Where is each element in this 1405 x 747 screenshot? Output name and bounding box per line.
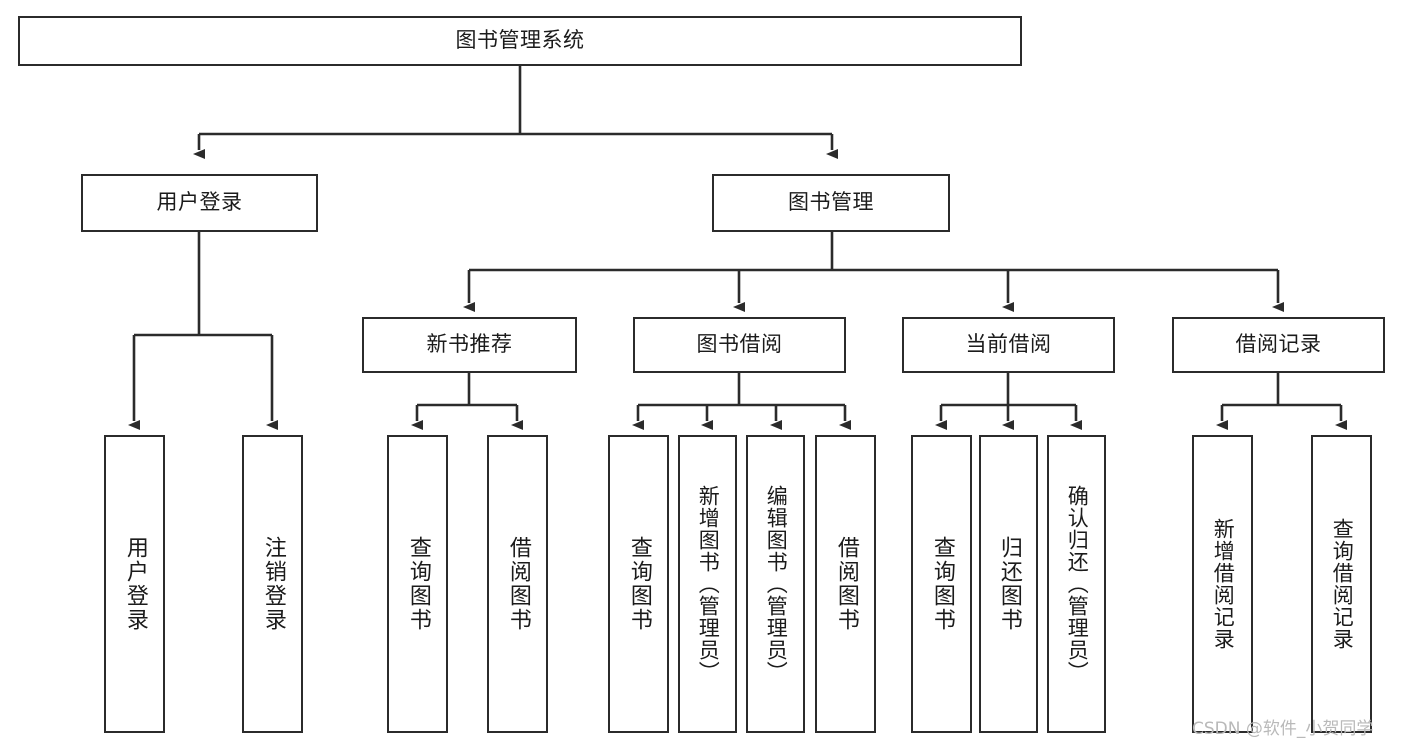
node-leaf-add-book-label: 新增图书（管理员） bbox=[696, 485, 721, 683]
node-user-login[interactable]: 用户登录 bbox=[81, 174, 318, 232]
node-current-borrow-label: 当前借阅 bbox=[965, 332, 1052, 357]
node-book-borrow[interactable]: 图书借阅 bbox=[633, 317, 846, 373]
node-leaf-user-login[interactable]: 用户登录 bbox=[104, 435, 165, 733]
node-leaf-query-record-label: 查询借阅记录 bbox=[1330, 518, 1355, 650]
node-leaf-borrow-book-1[interactable]: 借阅图书 bbox=[487, 435, 548, 733]
node-user-login-label: 用户登录 bbox=[156, 190, 243, 215]
node-borrow-record-label: 借阅记录 bbox=[1235, 332, 1322, 357]
node-leaf-add-record[interactable]: 新增借阅记录 bbox=[1192, 435, 1253, 733]
node-leaf-query-book-1-label: 查询图书 bbox=[405, 536, 431, 632]
node-leaf-edit-book-label: 编辑图书（管理员） bbox=[764, 485, 789, 683]
node-leaf-logout-login[interactable]: 注销登录 bbox=[242, 435, 303, 733]
node-leaf-query-book-2-label: 查询图书 bbox=[626, 536, 652, 632]
node-leaf-borrow-book-2[interactable]: 借阅图书 bbox=[815, 435, 876, 733]
node-leaf-query-book-3[interactable]: 查询图书 bbox=[911, 435, 972, 733]
node-current-borrow[interactable]: 当前借阅 bbox=[902, 317, 1115, 373]
node-root-label: 图书管理系统 bbox=[455, 28, 585, 53]
node-leaf-return-book[interactable]: 归还图书 bbox=[979, 435, 1038, 733]
node-book-borrow-label: 图书借阅 bbox=[696, 332, 783, 357]
node-new-book-recommend[interactable]: 新书推荐 bbox=[362, 317, 577, 373]
node-leaf-return-book-label: 归还图书 bbox=[996, 536, 1022, 632]
node-leaf-query-record[interactable]: 查询借阅记录 bbox=[1311, 435, 1372, 733]
node-book-manage-label: 图书管理 bbox=[788, 190, 874, 215]
node-leaf-edit-book[interactable]: 编辑图书（管理员） bbox=[746, 435, 805, 733]
node-borrow-record[interactable]: 借阅记录 bbox=[1172, 317, 1385, 373]
node-leaf-add-book[interactable]: 新增图书（管理员） bbox=[678, 435, 737, 733]
node-new-book-recommend-label: 新书推荐 bbox=[426, 332, 513, 357]
csdn-watermark: CSDN @软件_小贺同学 bbox=[1192, 719, 1374, 739]
node-leaf-add-record-label: 新增借阅记录 bbox=[1211, 518, 1236, 650]
node-leaf-query-book-2[interactable]: 查询图书 bbox=[608, 435, 669, 733]
node-leaf-query-book-3-label: 查询图书 bbox=[929, 536, 955, 632]
node-leaf-borrow-book-1-label: 借阅图书 bbox=[505, 536, 531, 632]
node-leaf-logout-login-label: 注销登录 bbox=[260, 536, 286, 632]
node-leaf-confirm-return-label: 确认归还（管理员） bbox=[1065, 485, 1090, 683]
node-leaf-borrow-book-2-label: 借阅图书 bbox=[833, 536, 859, 632]
node-leaf-query-book-1[interactable]: 查询图书 bbox=[387, 435, 448, 733]
node-root[interactable]: 图书管理系统 bbox=[18, 16, 1022, 66]
node-leaf-user-login-label: 用户登录 bbox=[122, 536, 148, 632]
node-leaf-confirm-return[interactable]: 确认归还（管理员） bbox=[1047, 435, 1106, 733]
node-book-manage[interactable]: 图书管理 bbox=[712, 174, 950, 232]
